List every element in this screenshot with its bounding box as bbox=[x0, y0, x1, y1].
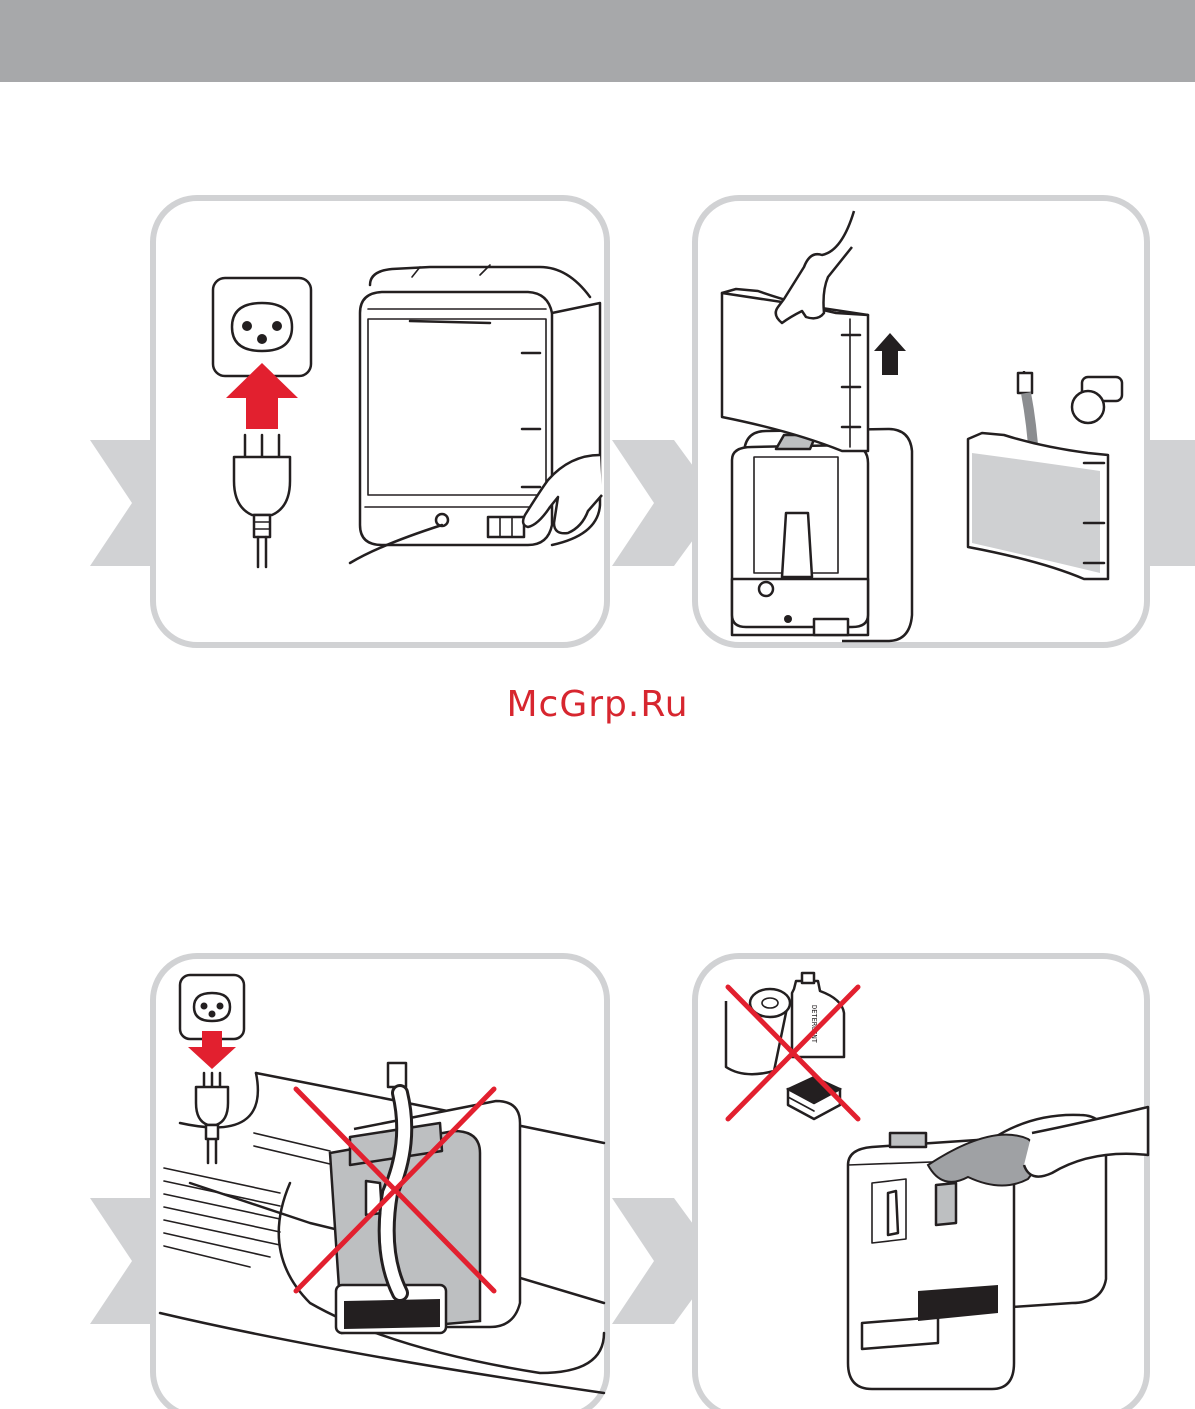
step-chevron-3 bbox=[1145, 440, 1195, 570]
watermark: McGrp.Ru bbox=[0, 684, 1195, 725]
coffee-machine-icon bbox=[732, 429, 912, 641]
fill-water-tank-step bbox=[692, 195, 1150, 648]
no-immersion-warning-step bbox=[150, 953, 610, 1409]
coffee-machine-icon bbox=[330, 1101, 520, 1333]
plug-in-machine-step bbox=[150, 195, 610, 648]
wipe-clean-step: DETERGENT bbox=[692, 953, 1150, 1409]
wall-socket-icon bbox=[213, 278, 311, 376]
header-bar bbox=[0, 0, 1195, 82]
wall-socket-icon bbox=[180, 975, 244, 1039]
